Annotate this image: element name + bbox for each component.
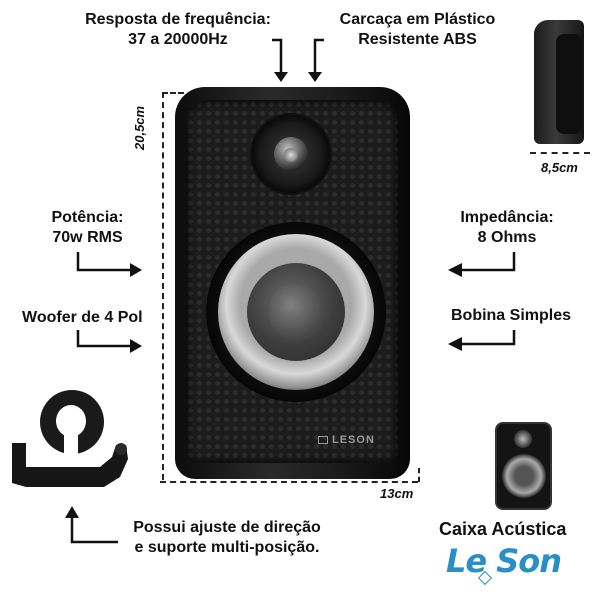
brand-plate-text: LESON bbox=[332, 434, 375, 446]
woofer-dust-cap bbox=[268, 284, 324, 340]
bracket-arm bbox=[12, 443, 128, 487]
width-dimension: 13cm bbox=[380, 486, 414, 501]
arrow-icon bbox=[448, 330, 516, 351]
case-label: Carcaça em Plástico Resistente ABS bbox=[330, 10, 505, 50]
tweeter-phase-plug bbox=[284, 148, 298, 162]
frequency-label: Resposta de frequência: 37 a 20000Hz bbox=[78, 10, 278, 50]
product-name: Caixa Acústica bbox=[439, 519, 567, 539]
case-value: Resistente ABS bbox=[358, 31, 477, 48]
brand-logo: Le Son bbox=[446, 542, 562, 580]
height-dim-top bbox=[162, 92, 184, 94]
width-dim-end bbox=[418, 468, 420, 482]
support-label: Possui ajuste de direção e suporte multi… bbox=[122, 518, 332, 558]
arrow-icon bbox=[272, 38, 288, 82]
support-line-2: e suporte multi-posição. bbox=[134, 539, 320, 556]
width-dim-line bbox=[160, 481, 418, 483]
depth-dimension: 8,5cm bbox=[541, 160, 578, 175]
support-line-1: Possui ajuste de direção bbox=[133, 519, 321, 536]
diamond-icon bbox=[318, 436, 328, 444]
arrow-icon bbox=[65, 506, 118, 544]
wall-bracket-slot bbox=[64, 426, 78, 456]
mini-woofer bbox=[502, 454, 546, 498]
height-dim-line bbox=[162, 92, 164, 480]
power-title: Potência: bbox=[51, 209, 124, 226]
power-label: Potência: 70w RMS bbox=[40, 208, 135, 248]
impedance-value: 8 Ohms bbox=[477, 229, 537, 246]
woofer-label: Woofer de 4 Pol bbox=[22, 309, 143, 326]
brand-plate: LESON bbox=[318, 434, 375, 446]
power-value: 70w RMS bbox=[52, 229, 123, 246]
mini-tweeter bbox=[514, 430, 532, 448]
depth-dim-line bbox=[530, 152, 590, 154]
arrow-icon bbox=[448, 252, 516, 277]
arrow-icon bbox=[308, 38, 324, 82]
frequency-value: 37 a 20000Hz bbox=[128, 31, 228, 48]
impedance-label: Impedância: 8 Ohms bbox=[452, 208, 562, 248]
frequency-title: Resposta de frequência: bbox=[85, 11, 271, 28]
coil-label: Bobina Simples bbox=[450, 307, 572, 324]
case-title: Carcaça em Plástico bbox=[339, 11, 496, 28]
height-dimension: 20,5cm bbox=[132, 105, 147, 150]
arrow-icon bbox=[76, 330, 142, 353]
arrow-icon bbox=[76, 252, 142, 277]
speaker-side-inner bbox=[556, 34, 582, 134]
impedance-title: Impedância: bbox=[460, 209, 554, 226]
